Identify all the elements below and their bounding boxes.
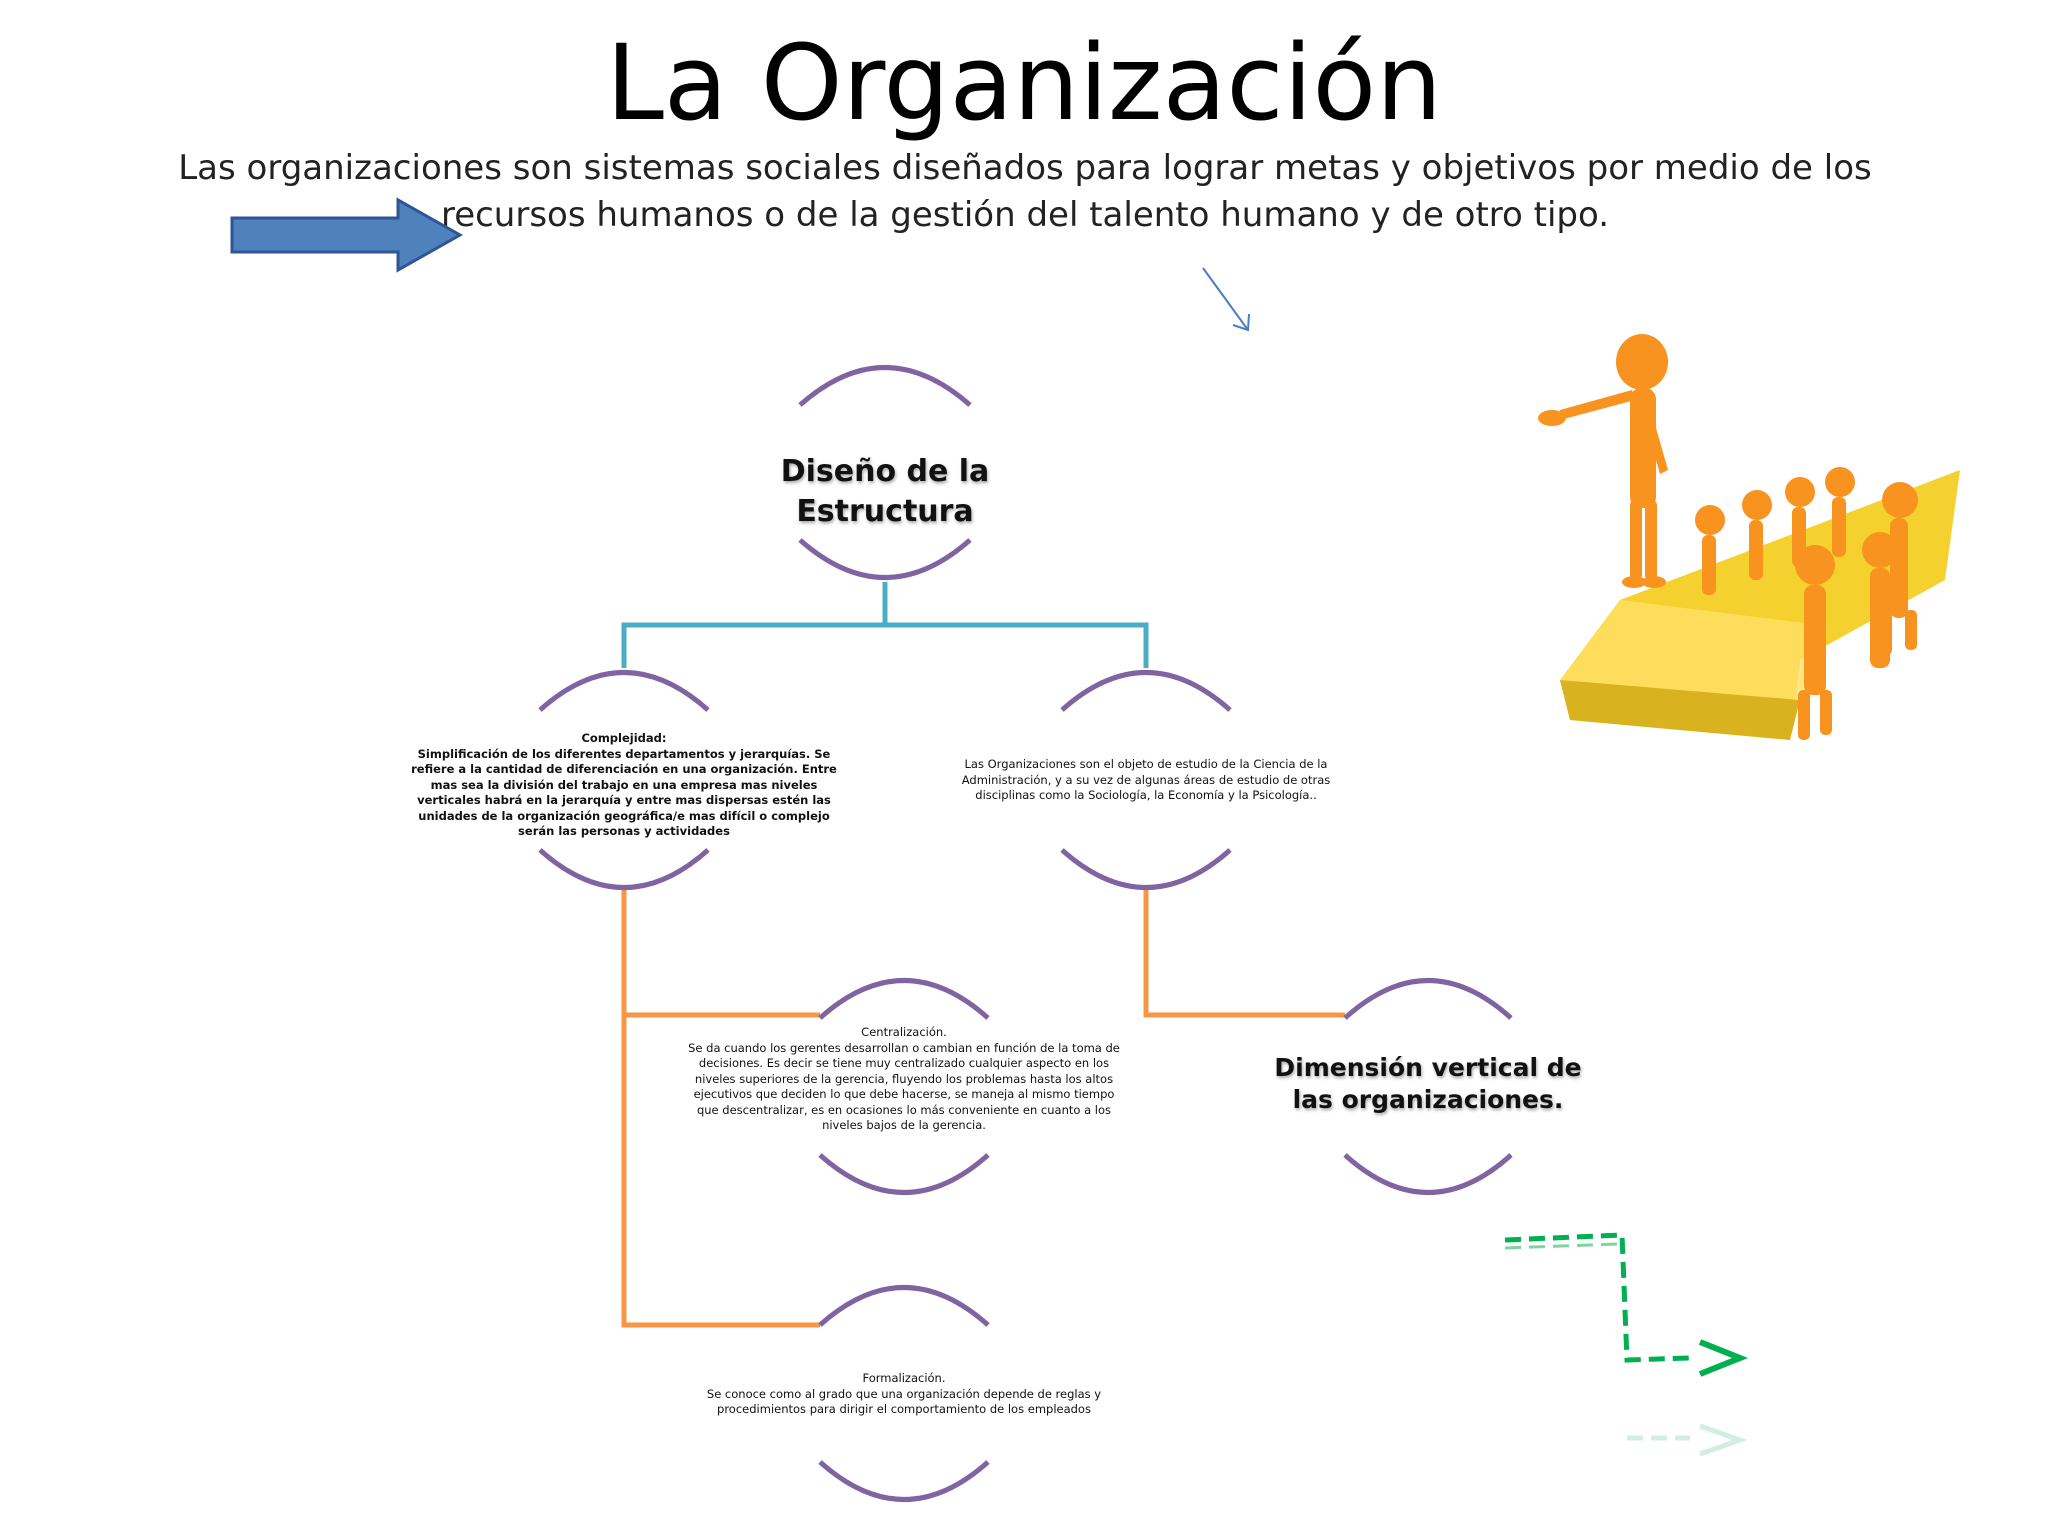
node-formalizacion-heading: Formalización. (862, 1371, 946, 1385)
arc-organizaciones (1060, 670, 1232, 890)
node-root-label: Diseño de la Estructura (780, 454, 990, 529)
node-centralizacion-heading: Centralización. (861, 1025, 947, 1039)
node-centralizacion-text: Se da cuando los gerentes desarrollan o … (688, 1040, 1120, 1133)
leader-pointing-illustration (1538, 334, 1960, 740)
node-complejidad-heading: Complejidad: (581, 731, 667, 745)
node-formalizacion: Formalización. Se conoce como al grado q… (694, 1371, 1114, 1418)
slide-subtitle: Las organizaciones son sistemas sociales… (178, 148, 1872, 235)
dashed-arrow-icon (1504, 1232, 1691, 1363)
arc-root (798, 365, 972, 580)
node-organizaciones-text: Las Organizaciones son el objeto de estu… (961, 757, 1331, 802)
dashed-arrow-head-icon (1698, 1339, 1749, 1377)
arc-formalizacion (818, 1285, 990, 1502)
arc-complejidad (538, 670, 710, 890)
node-complejidad: Complejidad: Simplificación de los difer… (408, 731, 840, 840)
node-formalizacion-text: Se conoce como al grado que una organiza… (706, 1386, 1102, 1417)
node-centralizacion: Centralización. Se da cuando los gerente… (686, 1025, 1122, 1134)
node-dimension-label: Dimensión vertical de las organizaciones… (1274, 1053, 1582, 1114)
arc-centralizacion (818, 978, 990, 1195)
block-arrow-right-icon (230, 197, 464, 273)
arc-dimension (1343, 978, 1513, 1195)
dashed-arrow-reflection (1627, 1423, 1748, 1457)
node-complejidad-text: Simplificación de los diferentes departa… (411, 746, 837, 839)
node-organizaciones: Las Organizaciones son el objeto de estu… (930, 757, 1362, 804)
slide-title: La Organización (605, 22, 1442, 144)
connector-lines (621, 582, 1345, 1328)
thin-arrow-icon (1202, 267, 1250, 332)
